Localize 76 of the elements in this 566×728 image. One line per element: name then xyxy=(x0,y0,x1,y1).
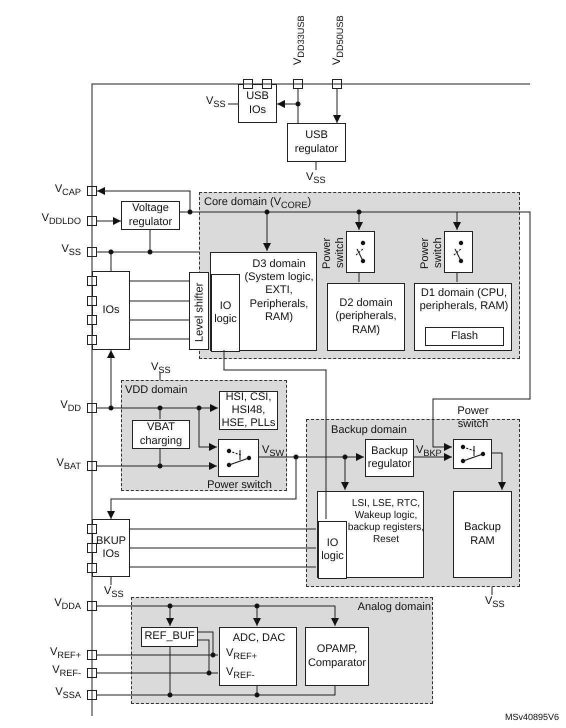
connector-line xyxy=(224,350,326,520)
connector-arrow xyxy=(412,453,452,461)
block-label: Flash xyxy=(450,328,479,344)
block-label: D3 domain (System logic, EXTI, Peripherals, RAM) xyxy=(243,258,315,324)
block-label: VBAT charging xyxy=(138,421,184,448)
figure-id: MSv40895V6 xyxy=(505,712,560,722)
connector-line xyxy=(456,272,458,282)
connector-arrow xyxy=(107,456,296,520)
pin-label: V$_{SS}$ xyxy=(151,361,171,376)
block-label: Voltage regulator xyxy=(128,202,174,229)
block-label: USB IOs xyxy=(245,89,270,118)
block-label: Backup RAM xyxy=(463,520,502,548)
block-label: V$_{REF+}$ xyxy=(226,647,258,662)
block-label: IO logic xyxy=(320,536,345,564)
block-box xyxy=(211,274,240,352)
pin-label: V$_{REF-}$ xyxy=(51,664,81,678)
block-box xyxy=(414,283,512,351)
block-box xyxy=(327,283,405,351)
edge-label: V$_{SW}$ xyxy=(262,444,284,458)
block-box xyxy=(121,201,180,230)
connector-line xyxy=(130,528,316,530)
block-label: Power switch xyxy=(421,236,443,271)
connector-arrow xyxy=(96,187,190,212)
block-box xyxy=(425,327,504,346)
block-label: BKUP IOs xyxy=(95,534,127,562)
block-label: Backup regulator xyxy=(366,444,412,472)
connector-line xyxy=(130,300,190,302)
pin-label: V$_{SS}$ xyxy=(206,95,226,110)
block-label: D1 domain (CPU, peripherals, RAM) xyxy=(418,287,510,314)
domain-title: VDD domain xyxy=(125,384,188,398)
pin-label: V$_{DD}$ xyxy=(59,399,81,414)
block-label: Power switch xyxy=(207,479,272,492)
pin-label: V$_{SS}$ xyxy=(306,171,326,186)
block-box xyxy=(92,271,130,350)
connector-line xyxy=(130,338,190,340)
pin-label: V$_{REF+}$ xyxy=(48,646,81,660)
block-label: Level shifter xyxy=(192,281,206,344)
pin-label: V$_{DDLDO}$ xyxy=(40,212,81,226)
block-box xyxy=(317,491,424,578)
pin-label: V$_{SS}$ xyxy=(485,595,505,610)
block-box xyxy=(453,491,512,578)
domain-title: Analog domain xyxy=(356,601,431,614)
block-box xyxy=(189,272,209,350)
connector-arrow xyxy=(96,217,122,225)
block-label: ADC, DAC xyxy=(232,632,286,646)
domain-title: Backup domain xyxy=(331,424,408,438)
block-label: IO logic xyxy=(213,298,238,327)
block-label: Power switch xyxy=(456,405,490,432)
block-label: REF_BUF xyxy=(143,629,196,644)
block-box xyxy=(305,627,369,686)
domain-title: Core domain (V$_{CORE}$) xyxy=(204,196,312,212)
block-label: OPAMP, Comparator xyxy=(306,642,368,670)
block-label: HSI, CSI, HSI48, HSE, PLLs xyxy=(220,392,276,429)
block-label: IOs xyxy=(101,302,121,318)
block-label: V$_{REF-}$ xyxy=(226,666,256,682)
pin-label: V$_{BAT}$ xyxy=(56,457,81,472)
connector-arrow xyxy=(490,452,506,490)
pin-label: V$_{SSA}$ xyxy=(54,686,81,700)
connector-line xyxy=(130,566,316,568)
pin-label: V$_{DDA}$ xyxy=(53,597,81,612)
block-box xyxy=(365,439,414,477)
block-box xyxy=(318,521,347,579)
block-box xyxy=(132,420,190,449)
domain-panel xyxy=(131,597,433,704)
block-label: Power switch xyxy=(323,236,345,271)
connector-line xyxy=(358,272,360,282)
edge-label: V$_{BKP}$ xyxy=(416,444,442,458)
block-box xyxy=(219,627,297,686)
pin-label: V$_{CAP}$ xyxy=(54,183,81,198)
connector-line xyxy=(130,280,190,282)
pin-label: V$_{SS}$ xyxy=(60,243,81,258)
block-label: D2 domain (peripherals, RAM) xyxy=(334,296,398,338)
pin-label: V$_{SS}$ xyxy=(104,585,124,600)
connector-arrow xyxy=(333,88,341,124)
block-box xyxy=(210,252,317,351)
block-label: USB regulator xyxy=(294,128,340,156)
